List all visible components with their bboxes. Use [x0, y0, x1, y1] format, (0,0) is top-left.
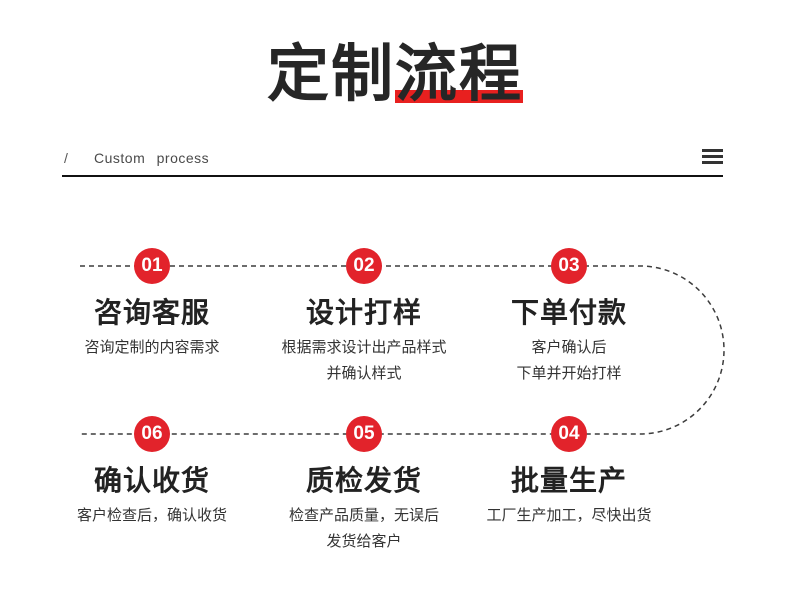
- step-01-title: 咨询客服: [93, 297, 210, 328]
- step-05: 05 质检发货 检查产品质量，无误后 发货给客户: [249, 416, 479, 555]
- step-04-title: 批量生产: [510, 465, 627, 496]
- page-title-highlighted: 流程: [395, 40, 524, 109]
- step-03: 03 下单付款 客户确认后 下单并开始打样: [454, 248, 684, 387]
- hamburger-menu-icon: [702, 149, 723, 164]
- step-02-description: 根据需求设计出产品样式 并确认样式: [281, 339, 447, 382]
- step-06-badge: 06: [134, 416, 170, 452]
- page-title-main: 定制: [266, 40, 395, 109]
- step-04: 04 批量生产 工厂生产加工，尽快出货: [454, 416, 684, 529]
- step-01-badge: 01: [134, 248, 170, 284]
- step-05-title: 质检发货: [305, 465, 422, 496]
- page-title: 定制流程: [0, 38, 790, 112]
- step-06: 06 确认收货 客户检查后，确认收货: [37, 416, 267, 529]
- header-divider: [62, 175, 723, 177]
- step-02-title: 设计打样: [305, 297, 422, 328]
- step-04-description: 工厂生产加工，尽快出货: [486, 507, 652, 524]
- step-03-title: 下单付款: [510, 297, 627, 328]
- step-01-description: 咨询定制的内容需求: [84, 339, 220, 356]
- subtitle-slash: /: [64, 150, 68, 166]
- step-06-title: 确认收货: [93, 465, 210, 496]
- step-05-description: 检查产品质量，无误后 发货给客户: [288, 507, 439, 550]
- subtitle-label: Custom process: [94, 150, 210, 166]
- subtitle-row: / Custom process: [62, 148, 723, 170]
- step-04-badge: 04: [551, 416, 587, 452]
- step-06-description: 客户检查后，确认收货: [76, 507, 227, 524]
- step-02: 02 设计打样 根据需求设计出产品样式 并确认样式: [249, 248, 479, 387]
- process-flow: 01 咨询客服 咨询定制的内容需求 02 设计打样 根据需求设计出产品样式 并确…: [0, 176, 790, 615]
- step-03-badge: 03: [551, 248, 587, 284]
- step-05-badge: 05: [346, 416, 382, 452]
- step-03-description: 客户确认后 下单并开始打样: [516, 339, 622, 382]
- step-02-badge: 02: [346, 248, 382, 284]
- step-01: 01 咨询客服 咨询定制的内容需求: [37, 248, 267, 361]
